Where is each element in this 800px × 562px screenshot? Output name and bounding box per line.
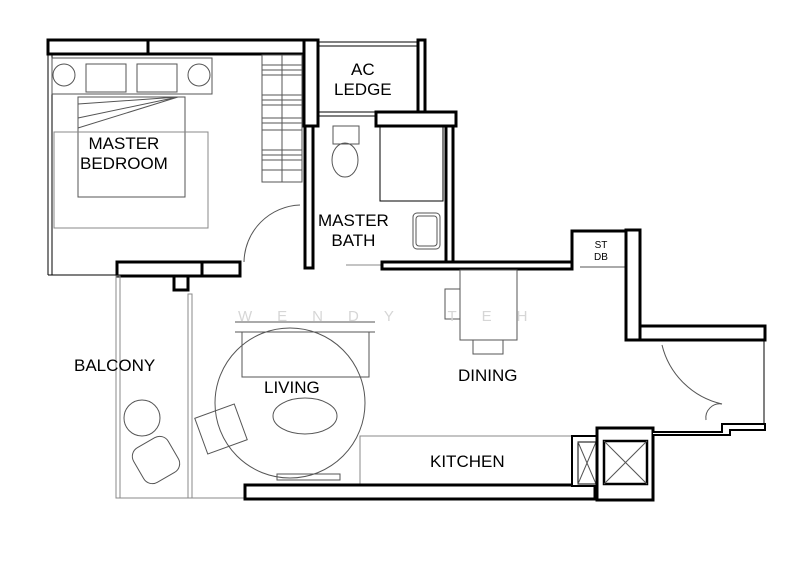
- room-label-master-bedroom: MASTER BEDROOM: [80, 134, 168, 173]
- bed: [77, 96, 186, 198]
- wall-ac-ledge-right: [416, 38, 427, 114]
- wall-ac-ledge-left: [302, 38, 320, 128]
- toilet-bowl: [331, 142, 359, 178]
- balcony-chair: [131, 435, 181, 485]
- pillow-left: [85, 63, 127, 93]
- dining-chair: [472, 339, 504, 355]
- room-label-balcony: BALCONY: [74, 356, 156, 375]
- room-label-master-bath: MASTER BATH: [318, 211, 389, 250]
- wall-dining-top: [380, 260, 574, 271]
- wall-bath-right: [444, 124, 455, 268]
- wall-bath-top: [374, 110, 458, 128]
- lamp-left-icon: [52, 63, 76, 87]
- room-label-st-db: ST DB: [594, 240, 608, 263]
- pillow-right: [136, 63, 178, 93]
- wall-entrance-left: [624, 228, 642, 342]
- wall-bedroom-top: [146, 38, 306, 56]
- wall-bedroom-bottom: [115, 260, 204, 278]
- armchair: [194, 403, 248, 455]
- coffee-table: [272, 397, 338, 435]
- basin: [412, 212, 441, 250]
- main-door-swing: [661, 344, 723, 405]
- watermark: WENDY TEH: [238, 308, 553, 325]
- column: [172, 274, 190, 292]
- bed-headboard: [51, 57, 213, 95]
- wall-entrance-top: [638, 324, 767, 342]
- balcony-table: [123, 399, 161, 437]
- dining-chair: [444, 288, 461, 320]
- living-rug: [214, 327, 366, 479]
- lamp-right-icon: [187, 63, 211, 87]
- room-label-kitchen: KITCHEN: [430, 452, 505, 471]
- rug: [53, 131, 209, 229]
- wall-bedroom-top-left: [46, 38, 150, 56]
- wall-kitchen-bottom: [243, 483, 597, 501]
- toilet-tank: [332, 125, 360, 145]
- room-label-dining: DINING: [458, 366, 518, 385]
- shower: [379, 125, 444, 202]
- dining-table: [459, 269, 518, 341]
- tv-console: [276, 473, 341, 481]
- wall-bath-left: [303, 124, 315, 270]
- balcony-railing: [115, 275, 121, 499]
- sofa: [241, 331, 370, 378]
- room-label-ac-ledge: AC LEDGE: [334, 60, 392, 99]
- room-label-living: LIVING: [264, 378, 320, 397]
- bedroom-door-swing: [243, 204, 301, 263]
